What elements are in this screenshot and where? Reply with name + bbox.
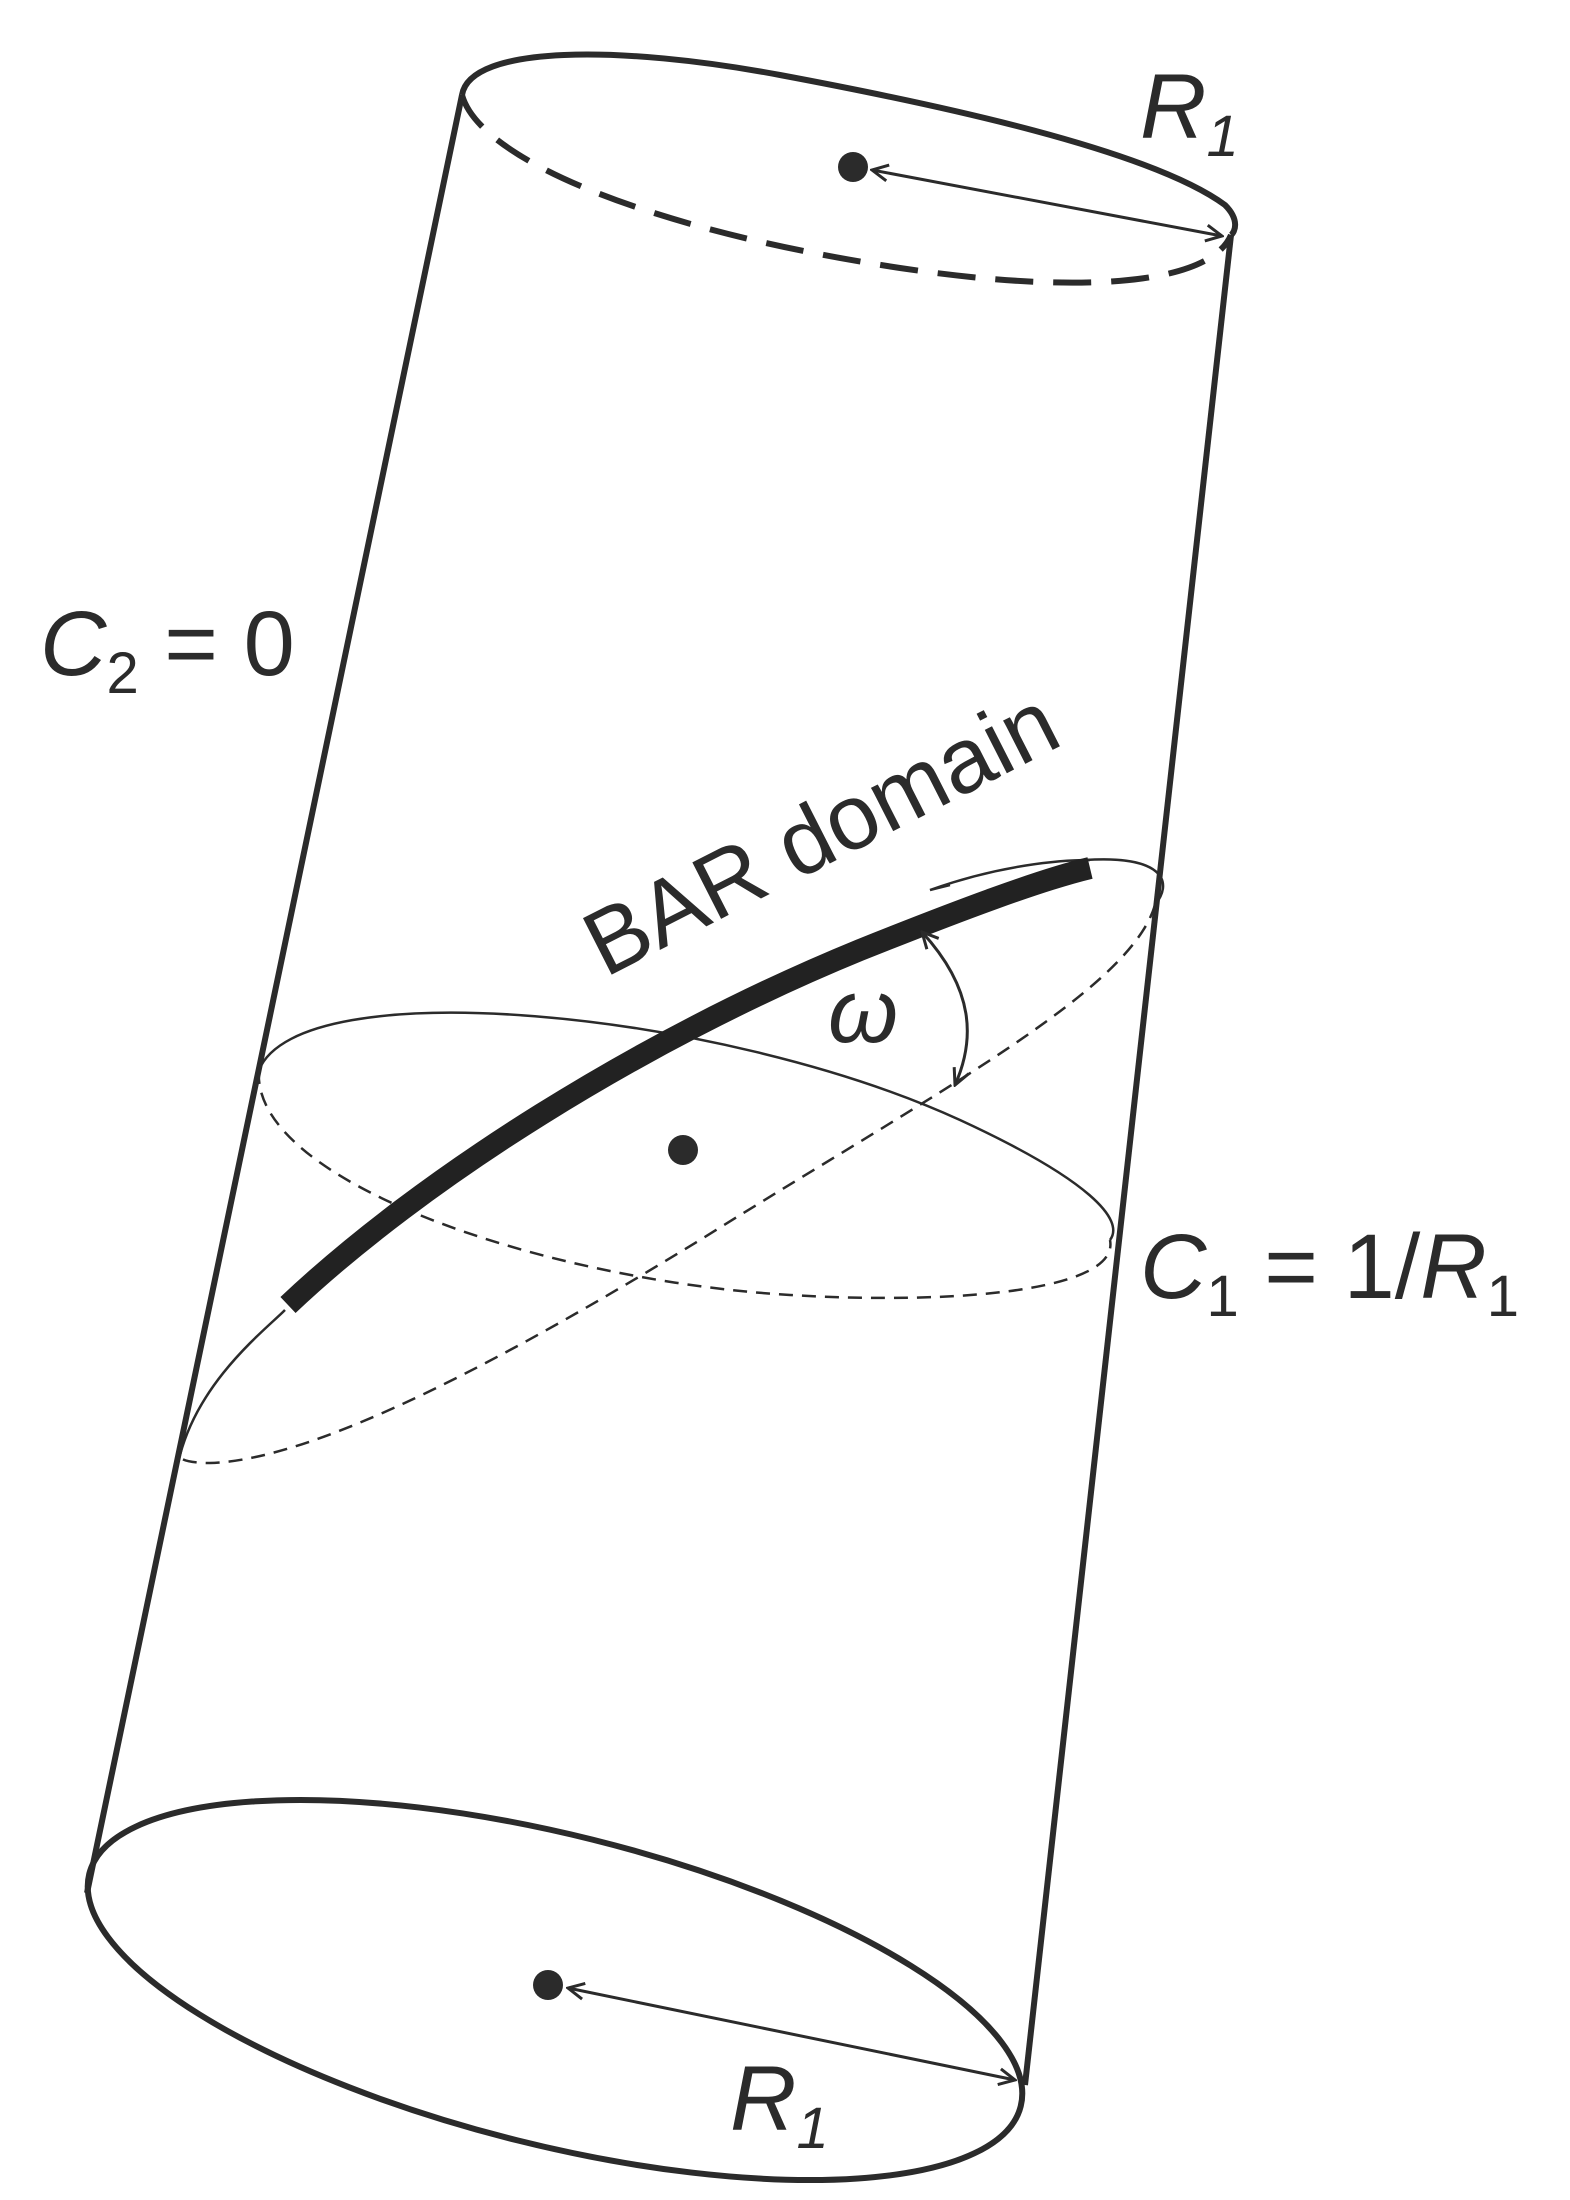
cylinder-right-edge bbox=[1022, 234, 1234, 2086]
cross-section-ellipse-upper bbox=[257, 1011, 1115, 1241]
bottom-center-point bbox=[533, 1970, 563, 2000]
bottom-radius-subscript: 1 bbox=[796, 2096, 828, 2161]
top-radius-subscript: 1 bbox=[1206, 104, 1238, 169]
top-radius-arrow bbox=[872, 170, 1222, 236]
omega-angle-arc bbox=[922, 932, 967, 1085]
bar-domain-label: BAR domain bbox=[568, 670, 1074, 995]
bottom-radius-arrow bbox=[568, 1988, 1015, 2080]
top-radius-label: R1 bbox=[1140, 56, 1239, 169]
cylinder-left-edge bbox=[84, 94, 465, 1894]
bottom-radius-label: R1 bbox=[730, 2048, 829, 2161]
bar-domain-arc bbox=[280, 857, 1093, 1313]
top-center-point bbox=[838, 152, 868, 182]
c1-subscript: 1 bbox=[1206, 1264, 1238, 1329]
cross-section-center-point bbox=[668, 1135, 698, 1165]
top-cap-front-arc bbox=[459, 51, 1239, 238]
c1-r-subscript: 1 bbox=[1487, 1264, 1519, 1329]
bottom-cap-ellipse bbox=[84, 1796, 1026, 2184]
c1-label: C1 = 1/R1 bbox=[1140, 1216, 1519, 1329]
inclined-ellipse-back bbox=[178, 904, 1157, 1465]
c2-subscript: 2 bbox=[106, 641, 138, 706]
omega-label: ω bbox=[828, 962, 898, 1062]
cross-section-ellipse-lower bbox=[257, 1069, 1112, 1300]
c2-label: C2 = 0 bbox=[40, 593, 295, 706]
inclined-ellipse-front-right bbox=[1084, 858, 1165, 906]
top-cap-back-arc bbox=[459, 94, 1234, 286]
